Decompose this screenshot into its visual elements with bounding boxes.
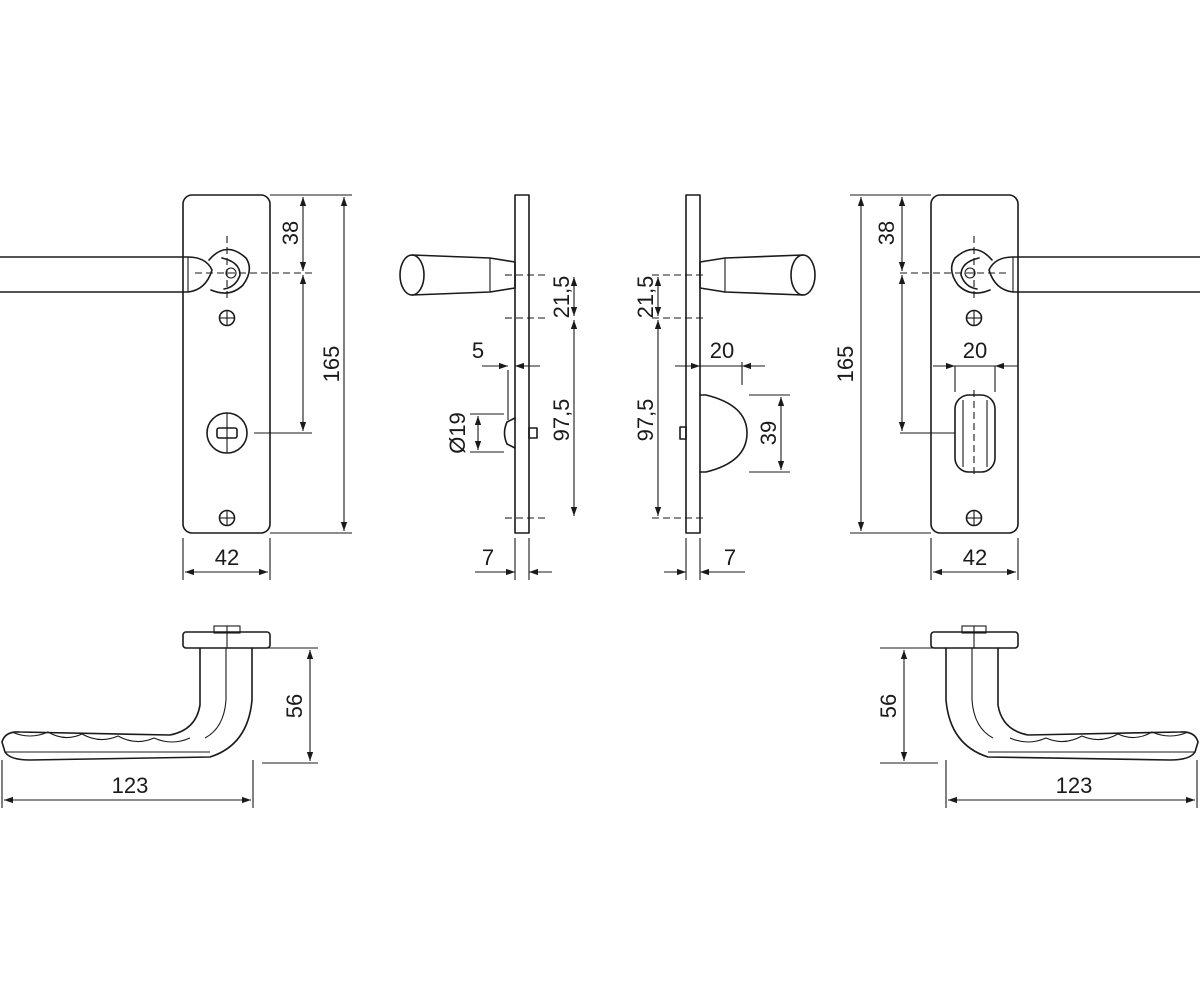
dim-label-38: 38 — [278, 221, 303, 245]
screw-hole — [965, 309, 983, 327]
dim-label-123: 123 — [1056, 773, 1093, 798]
dim-label-7: 7 — [482, 545, 494, 570]
dim-label-20: 20 — [963, 338, 987, 363]
dim-label-42: 42 — [215, 545, 239, 570]
dim-label-97-5: 97,5 — [633, 399, 658, 442]
dim-label-97-5: 97,5 — [549, 399, 574, 442]
top-view-left: 56 123 — [1, 625, 318, 808]
backplate — [930, 194, 1019, 534]
turn-rose — [206, 412, 248, 454]
lever-side — [399, 254, 516, 296]
dim-label-38: 38 — [874, 221, 899, 245]
backplate-edge — [514, 194, 530, 534]
lever-handle — [950, 248, 1200, 294]
front-view-left: 38 165 42 — [0, 194, 352, 580]
dim-label-d19: Ø19 — [445, 412, 470, 454]
dim-label-21-5: 21,5 — [549, 276, 574, 319]
screw-hole — [218, 509, 236, 527]
lever-profile — [945, 647, 1199, 761]
lever-handle — [0, 248, 251, 294]
dim-label-123: 123 — [112, 773, 149, 798]
dim-label-39: 39 — [756, 421, 781, 445]
side-view-right: 21,5 97,5 20 39 7 — [633, 194, 816, 580]
screw-hole — [965, 509, 983, 527]
dim-label-5: 5 — [472, 338, 484, 363]
dim-label-42: 42 — [963, 545, 987, 570]
thumbturn-side — [503, 417, 538, 449]
dim-label-20: 20 — [710, 338, 734, 363]
dim-label-56: 56 — [282, 694, 307, 718]
thumbturn-side — [679, 394, 748, 473]
dim-label-165: 165 — [833, 346, 858, 383]
backplate-edge — [685, 194, 701, 534]
thumbturn-front — [954, 390, 996, 478]
side-view-left: 21,5 97,5 5 Ø19 7 — [399, 194, 578, 580]
screw-hole — [218, 309, 236, 327]
dim-label-165: 165 — [319, 346, 344, 383]
backplate — [182, 194, 271, 534]
lever-profile — [1, 647, 253, 761]
dim-label-7: 7 — [724, 545, 736, 570]
dim-label-56: 56 — [876, 694, 901, 718]
lever-side — [699, 254, 816, 296]
dim-label-21-5: 21,5 — [633, 276, 658, 319]
front-view-right: 38 165 20 42 — [833, 194, 1200, 580]
top-view-right: 56 123 — [876, 625, 1199, 808]
